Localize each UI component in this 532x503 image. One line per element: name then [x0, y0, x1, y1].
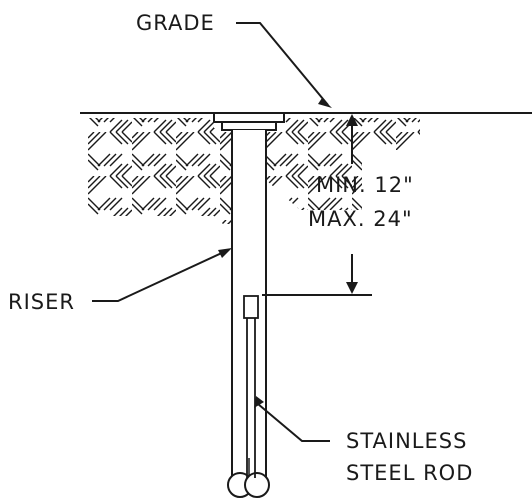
riser-collar — [221, 121, 277, 131]
soil-hatch-left — [88, 118, 232, 224]
grade-leader — [236, 22, 332, 108]
soil-hatch-right — [266, 118, 420, 210]
stainless-steel-rod — [243, 295, 259, 478]
grade-label: GRADE — [136, 11, 215, 35]
max-depth-label: MAX. 24" — [308, 207, 413, 231]
riser-label: RISER — [8, 290, 75, 314]
riser-leader — [92, 248, 232, 302]
riser-bottom — [227, 472, 270, 498]
rod-label-line2: STEEL ROD — [346, 461, 473, 485]
min-depth-label: MIN. 12" — [316, 173, 414, 197]
depth-dimension — [262, 114, 372, 296]
rod-label-line1: STAINLESS — [346, 429, 467, 453]
riser-cap — [213, 112, 285, 123]
rod-leader — [254, 396, 330, 442]
